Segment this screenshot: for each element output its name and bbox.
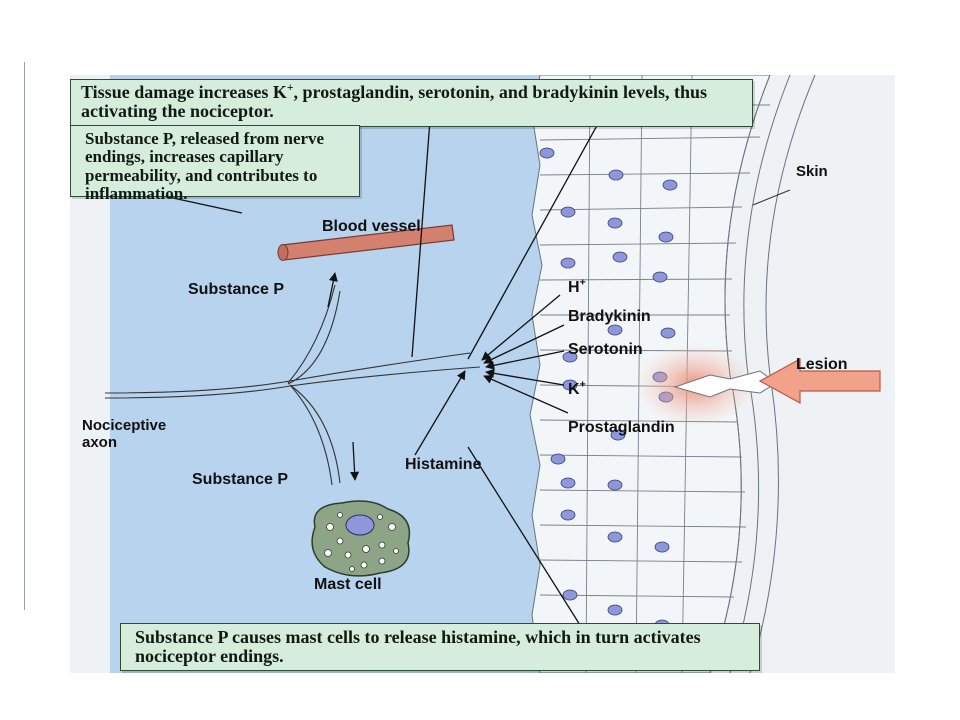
- histamine-release-callout: Substance P causes mast cells to release…: [120, 623, 760, 671]
- tissue-damage-text-a: Tissue damage increases K: [81, 82, 287, 102]
- nociceptive-axon-fibers: [104, 284, 481, 486]
- substance-p-upper-label: Substance P: [188, 281, 285, 298]
- serotonin-label: Serotonin: [568, 341, 643, 358]
- blood-vessel-label: Blood vessel: [322, 218, 421, 235]
- mast-cell-label: Mast cell: [314, 576, 382, 593]
- k-plus-sup: +: [579, 379, 586, 391]
- h-plus-sup: +: [579, 277, 586, 289]
- substance-p-lower-label: Substance P: [192, 471, 289, 488]
- page-left-rule: [24, 62, 25, 610]
- tissue-damage-text-b: , prostaglandin, serotonin, and bradykin…: [81, 82, 707, 122]
- histamine-label: Histamine: [405, 456, 482, 473]
- prostaglandin-label: Prostaglandin: [568, 419, 675, 436]
- extracellular-tissue: [110, 75, 542, 673]
- skin-label: Skin: [796, 163, 828, 180]
- diagram-artwork: [104, 75, 881, 673]
- nociceptive-axon-label: Nociceptive axon: [82, 417, 167, 452]
- mast-cell-shape: [311, 500, 411, 577]
- nociceptor-diagram: Tissue damage increases K+, prostaglandi…: [70, 75, 895, 673]
- bradykinin-label: Bradykinin: [568, 308, 651, 325]
- lesion-arrow: [758, 357, 881, 405]
- skin-leader-line: [752, 189, 791, 206]
- substance-p-release-callout: Substance P, released from nerve endings…: [70, 125, 360, 203]
- histamine-release-text: Substance P causes mast cells to release…: [135, 627, 701, 667]
- h-plus-label: H+: [568, 277, 586, 297]
- tissue-damage-sup: +: [286, 81, 294, 94]
- lesion-label: Lesion: [796, 356, 848, 373]
- k-plus-label: K+: [568, 379, 586, 399]
- substance-p-release-text: Substance P, released from nerve endings…: [85, 129, 325, 204]
- k-plus-text: K: [568, 381, 580, 398]
- h-plus-text: H: [568, 279, 580, 296]
- tissue-damage-callout: Tissue damage increases K+, prostaglandi…: [70, 79, 753, 127]
